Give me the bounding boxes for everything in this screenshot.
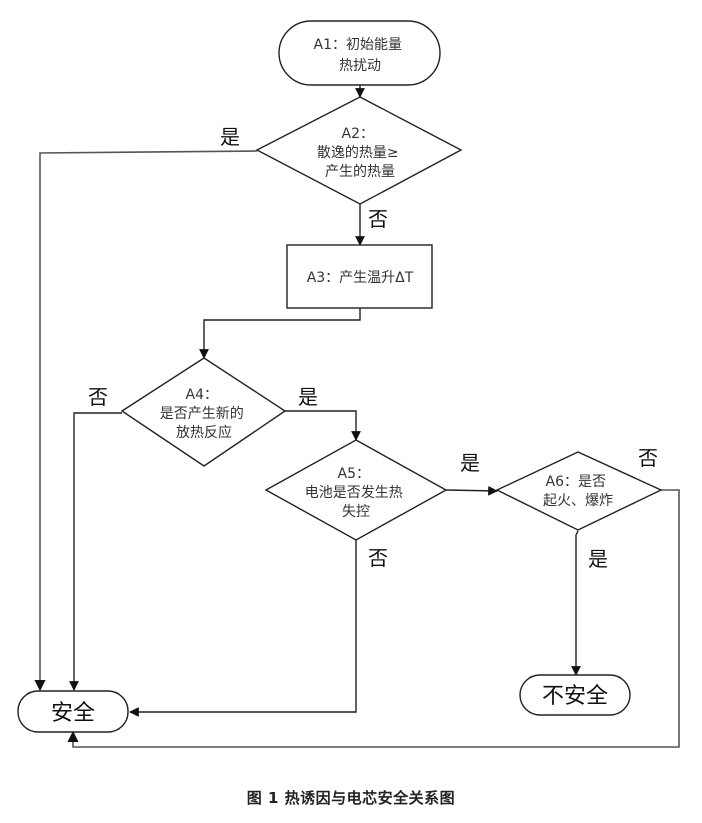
edge-a3-a4 [199, 308, 361, 359]
edges [34, 85, 680, 748]
node-a4-line-3: 放热反应 [176, 424, 232, 441]
node-a4-line-2: 是否产生新的 [160, 406, 244, 422]
node-a6-line-1: A6：是否 [546, 474, 606, 490]
svg-text:不安全: 不安全 [542, 684, 608, 709]
node-a6-line-2: 起火、爆炸 [543, 493, 613, 509]
node-a5-line-1: A5： [338, 466, 370, 482]
edge-a4-a5 [285, 410, 361, 441]
edge-label-a5-no: 否 [368, 546, 388, 570]
node-safe-label: 安全 [51, 701, 95, 726]
edge-a4-safe [69, 412, 122, 691]
node-a4: A4： 是否产生新的 放热反应 [120, 357, 287, 467]
node-a2-line-3: 产生的热量 [325, 164, 395, 180]
node-a2: A2： 散逸的热量≥ 产生的热量 [255, 96, 463, 205]
edge-label-a4-yes: 是 [298, 385, 318, 409]
node-a5: A5： 电池是否发生热 失控 [264, 439, 448, 541]
svg-text:A6：是否 起火、爆炸: A6：是否 起火、爆炸 [543, 474, 613, 509]
edge-a6-safe [67, 489, 680, 748]
edge-a6-unsafe [571, 530, 581, 676]
edge-a2-safe [34, 150, 258, 692]
terminal-shape [519, 674, 631, 716]
node-unsafe: 不安全 [519, 674, 631, 716]
decision-shape [264, 439, 448, 541]
edge-a5-a6 [445, 485, 498, 496]
edge-labels: 是 否 否 是 是 否 是 否 [88, 125, 658, 571]
edge-a5-safe [129, 540, 357, 717]
node-safe: 安全 [17, 690, 129, 733]
decision-shape [255, 96, 463, 205]
decision-shape [120, 357, 287, 467]
node-a5-line-2: 电池是否发生热 [305, 485, 403, 501]
terminal-shape [17, 690, 129, 733]
svg-text:A4： 是否产生新的 放热反应: A4： 是否产生新的 放热反应 [160, 387, 248, 441]
svg-text:A3：产生温升ΔT: A3：产生温升ΔT [307, 270, 414, 286]
node-a3-line-1: A3：产生温升ΔT [307, 270, 414, 286]
terminal-shape [278, 20, 441, 86]
svg-text:A2： 散逸的热量≥ 产生的热量: A2： 散逸的热量≥ 产生的热量 [317, 126, 403, 180]
edge-label-a2-yes: 是 [220, 125, 240, 149]
edge-label-a2-no: 否 [368, 207, 388, 231]
svg-text:安全: 安全 [51, 701, 95, 726]
node-unsafe-label: 不安全 [542, 684, 608, 709]
decision-shape [495, 451, 663, 531]
edge-label-a4-no: 否 [88, 385, 108, 409]
node-a4-line-1: A4： [186, 387, 218, 403]
edge-label-a5-yes: 是 [460, 451, 480, 475]
edge-label-a6-yes: 是 [588, 547, 608, 571]
node-a3: A3：产生温升ΔT [286, 244, 433, 309]
node-a1: A1：初始能量 热扰动 [278, 20, 441, 86]
svg-text:A1：初始能量 热扰动: A1：初始能量 热扰动 [314, 36, 407, 74]
edge-label-a6-no: 否 [638, 446, 658, 470]
node-a2-line-1: A2： [342, 126, 374, 142]
process-shape [286, 244, 433, 309]
node-a5-line-3: 失控 [342, 504, 370, 520]
svg-text:A5： 电池是否发生热 失控: A5： 电池是否发生热 失控 [305, 466, 407, 520]
node-a1-line-1: A1：初始能量 [314, 36, 402, 53]
node-a6: A6：是否 起火、爆炸 [495, 451, 663, 531]
node-a1-line-2: 热扰动 [339, 58, 381, 74]
figure-caption: 图 1 热诱因与电芯安全关系图 [246, 789, 456, 807]
node-a2-line-2: 散逸的热量≥ [317, 145, 399, 161]
